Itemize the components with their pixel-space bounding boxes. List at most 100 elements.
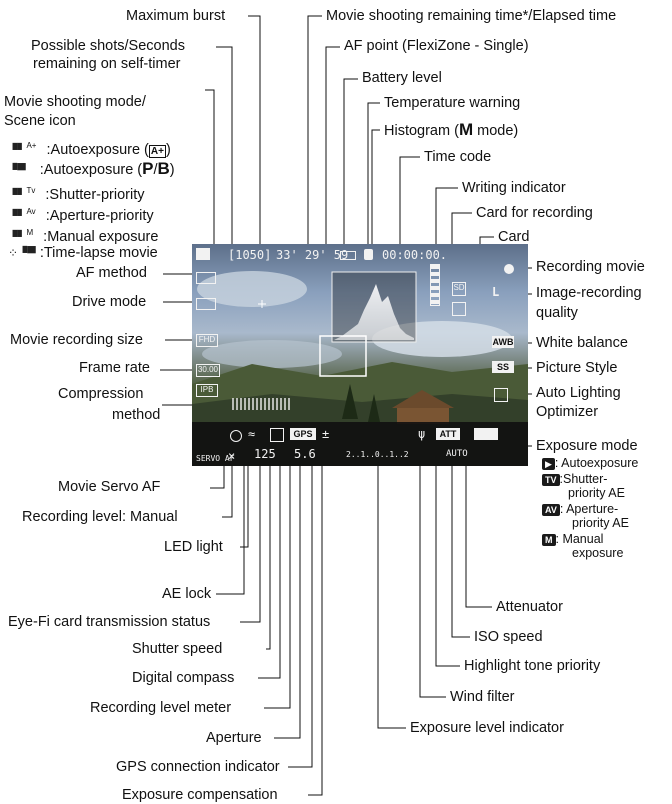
label-movie-mode-2: Scene icon [4, 113, 76, 129]
label-compression-2: method [112, 407, 161, 423]
label-frame-rate: Frame rate [79, 360, 150, 376]
aperture-value: 5.6 [294, 447, 316, 461]
movie-camera-m-icon: ▝▘ [8, 229, 27, 244]
writing-indicator-icon [430, 264, 440, 306]
legend-auto: ▶: Autoexposure [542, 456, 670, 470]
label-movie-mode-1: Movie shooting mode/ [4, 94, 146, 110]
label-movie-remaining-time: Movie shooting remaining time*/Elapsed t… [326, 8, 617, 24]
auto-lighting-optimizer-icon [494, 388, 508, 402]
movie-tv-badge-icon: TV [542, 473, 560, 486]
mode-auto-pb: ▝▀ :Autoexposure (P/B) [8, 159, 175, 178]
label-shutter-speed: Shutter speed [132, 641, 223, 657]
label-drive-mode: Drive mode [72, 294, 147, 310]
movie-size-icon: FHD [196, 334, 218, 347]
frame-rate-icon: 30.00 [196, 364, 220, 377]
label-temperature-warning: Temperature warning [384, 95, 521, 111]
legend-m-2: exposure [572, 546, 624, 560]
label-battery-level: Battery level [362, 70, 442, 86]
label-possible-shots-1: Possible shots/Seconds [31, 38, 185, 54]
label-rec-level-meter: Recording level meter [90, 700, 232, 716]
legend-tv: TV:Shutter- [542, 472, 670, 486]
image-quality-icon: L [492, 285, 500, 299]
movie-camera-icon: ▝▀ [8, 163, 26, 177]
label-card-for-recording: Card for recording [476, 205, 593, 221]
attenuator-indicator: ATT [436, 428, 460, 440]
label-recording-movie: Recording movie [536, 259, 645, 275]
label-eyefi: Eye-Fi card transmission status [8, 614, 211, 630]
label-image-quality-2: quality [536, 305, 578, 321]
label-time-code: Time code [424, 149, 492, 165]
label-ae-lock: AE lock [162, 586, 212, 602]
movie-camera-a-icon: ▝▘ [8, 142, 27, 157]
af-method-icon [196, 272, 216, 284]
label-led-light: LED light [164, 539, 223, 555]
movie-camera-av-icon: ▝▘ [8, 208, 27, 223]
movie-auto-badge-icon: ▶ [542, 457, 555, 470]
recording-movie-icon [504, 264, 514, 274]
temperature-warning-icon [364, 249, 373, 260]
mode-timelapse: ⁘▝▀ :Time-lapse movie [8, 245, 158, 261]
label-highlight-tone-priority: Highlight tone priority [464, 658, 601, 674]
label-iso-speed: ISO speed [474, 629, 543, 645]
label-possible-shots-2: remaining on self-timer [33, 56, 181, 72]
mode-m: ▝▘M :Manual exposure [8, 228, 159, 245]
label-digital-compass: Digital compass [132, 670, 235, 686]
label-image-quality-1: Image-recording [536, 285, 642, 301]
movie-mode-icon [196, 248, 210, 260]
label-wind-filter: Wind filter [450, 689, 515, 705]
label-af-point: AF point (FlexiZone - Single) [344, 38, 529, 54]
recording-level-meter [232, 398, 292, 410]
white-balance-icon: AWB [492, 336, 514, 348]
legend-tv-2: priority AE [568, 486, 625, 500]
bottom-info-band [192, 422, 528, 466]
compression-icon: IPB [196, 384, 218, 397]
label-card: Card [498, 229, 530, 245]
label-compression-1: Compression [58, 386, 144, 402]
label-white-balance: White balance [536, 335, 628, 351]
exposure-mode-legend: ▶: Autoexposure TV:Shutter- priority AE … [542, 456, 670, 560]
label-movie-servo-af: Movie Servo AF [58, 479, 161, 495]
label-histogram: Histogram (M mode) [384, 120, 519, 139]
recording-level-manual-icon: × [228, 449, 236, 463]
label-movie-size: Movie recording size [10, 332, 143, 348]
label-alo-2: Optimizer [536, 404, 599, 420]
gps-indicator: GPS [290, 428, 316, 440]
picture-style-icon: SS [492, 361, 514, 373]
a-plus-icon: A+ [148, 144, 166, 158]
label-gps: GPS connection indicator [116, 759, 280, 775]
label-exposure-level: Exposure level indicator [410, 720, 564, 736]
movie-m-badge-icon: M [542, 533, 556, 546]
iso-speed-value: AUTO [446, 449, 468, 459]
label-maximum-burst: Maximum burst [126, 8, 226, 24]
drive-mode-icon [196, 298, 216, 310]
exposure-level-scale: 2..1..0..1..2 [346, 450, 409, 459]
label-attenuator: Attenuator [496, 599, 563, 615]
battery-icon [340, 251, 356, 260]
movie-camera-tv-icon: ▝▘ [8, 187, 27, 202]
legend-av: AV: Aperture- [542, 502, 670, 516]
label-aperture: Aperture [206, 730, 262, 746]
mode-av: ▝▘Av :Aperture-priority [8, 207, 154, 224]
movie-servo-af-indicator: SERVO AF [196, 454, 235, 463]
label-alo-1: Auto Lighting [536, 385, 621, 401]
led-light-icon [230, 430, 242, 442]
label-picture-style: Picture Style [536, 360, 618, 376]
label-exposure-mode: Exposure mode [536, 438, 638, 454]
legend-m: M: Manual [542, 532, 670, 546]
card-for-recording-icon: SD [452, 282, 466, 296]
movie-av-badge-icon: AV [542, 503, 560, 516]
timelapse-icon: ⁘▝▀ [8, 246, 36, 260]
exposure-compensation-icon: ± [322, 427, 330, 441]
camera-live-view-screen: [1050] 33' 29' 59 00:00:00. FHD 30.00 IP… [192, 244, 528, 466]
digital-compass-icon [270, 428, 284, 442]
card-icon [452, 302, 466, 316]
exposure-mode-indicator [474, 428, 498, 440]
mode-tv: ▝▘Tv :Shutter-priority [8, 186, 145, 203]
mode-auto-a: ▝▘A+ :Autoexposure (A+) [8, 141, 171, 158]
label-rec-level-manual: Recording level: Manual [22, 509, 178, 525]
label-af-method: AF method [76, 265, 147, 281]
label-writing-indicator: Writing indicator [462, 180, 566, 196]
shots-remaining: [1050] [228, 248, 272, 262]
shutter-speed-value: 125 [254, 447, 276, 461]
label-exposure-compensation: Exposure compensation [122, 787, 278, 803]
